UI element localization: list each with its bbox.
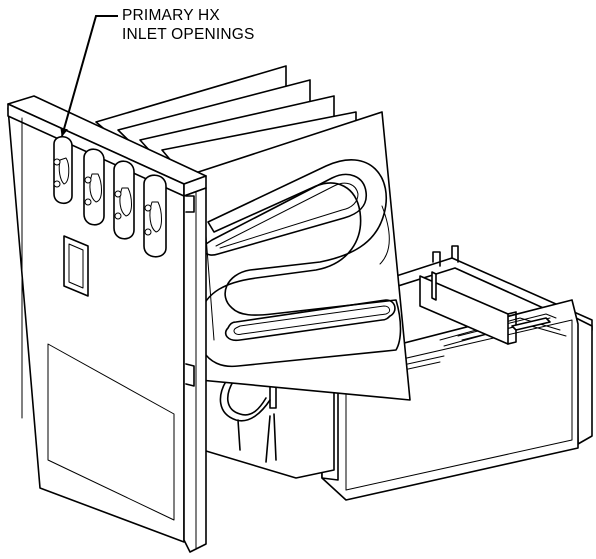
inlet-opening-2	[83, 148, 105, 226]
inlet-opening-1	[53, 135, 73, 205]
callout-leader-line	[60, 15, 118, 137]
inlet-openings	[53, 135, 167, 258]
inlet-opening-3	[113, 160, 135, 240]
vestibule-panel	[7, 95, 207, 553]
callout-label: PRIMARY HX INLET OPENINGS	[122, 6, 255, 44]
inlet-opening-4	[143, 174, 167, 258]
callout-label-line-1: PRIMARY HX	[122, 7, 220, 24]
callout-label-line-2: INLET OPENINGS	[122, 26, 255, 43]
